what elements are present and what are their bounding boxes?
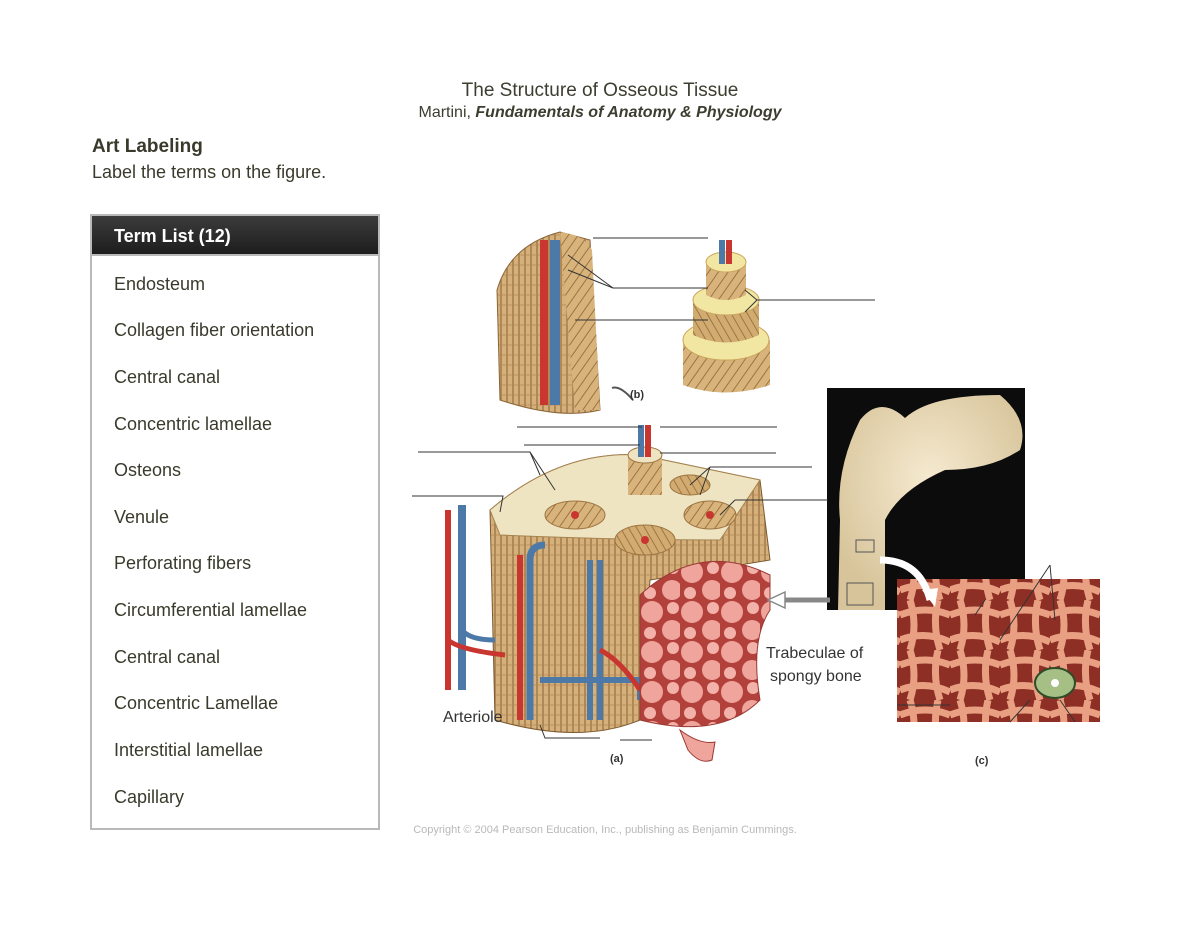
copyright-notice: Copyright © 2004 Pearson Education, Inc.… [413,824,797,836]
trabeculae-label-line2: spongy bone [770,668,862,685]
term-list-header: Term List (12) [92,216,378,256]
book-title: Fundamentals of Anatomy & Physiology [475,104,782,121]
panel-label-c: (c) [975,755,989,767]
term-item[interactable]: Venule [114,507,170,527]
term-item[interactable]: Circumferential lamellae [114,600,308,620]
spongy-micrograph-c [879,556,1100,722]
femur-photo [827,388,1025,610]
activity-heading: Art Labeling [92,136,203,157]
outer-vessels [445,505,506,690]
term-item[interactable]: Interstitial lamellae [114,740,264,760]
page-title: The Structure of Osseous Tissue [461,80,739,101]
panel-label-b: (b) [630,389,644,401]
trabeculae-label-line1: Trabeculae of [766,645,864,662]
author-name: Martini, [418,104,471,121]
osteon-cutaway-b [496,231,601,414]
telescoping-lamellae [682,240,770,393]
compact-bone-block-a [489,425,771,733]
bone-figure: (b) Arteriole Trabeculae of spong [412,231,1100,767]
term-item[interactable]: Osteons [114,460,182,480]
term-item[interactable]: Central canal [114,367,221,387]
term-item[interactable]: Perforating fibers [114,553,252,573]
term-item[interactable]: Central canal [114,647,221,667]
term-item[interactable]: Capillary [114,787,185,807]
term-item[interactable]: Concentric Lamellae [114,693,279,713]
term-item[interactable]: Concentric lamellae [114,414,273,434]
activity-instructions: Label the terms on the figure. [92,162,327,182]
leader-lines [412,237,1076,741]
page-subtitle: Martini, Fundamentals of Anatomy & Physi… [0,104,1200,122]
term-item[interactable]: Endosteum [114,274,206,294]
panel-label-a: (a) [610,753,624,765]
spongy-bone [639,560,771,762]
term-list-panel: Term List (12) Endosteum Collagen fiber … [90,214,380,830]
arteriole-label: Arteriole [443,709,503,726]
term-item[interactable]: Collagen fiber orientation [114,320,315,340]
